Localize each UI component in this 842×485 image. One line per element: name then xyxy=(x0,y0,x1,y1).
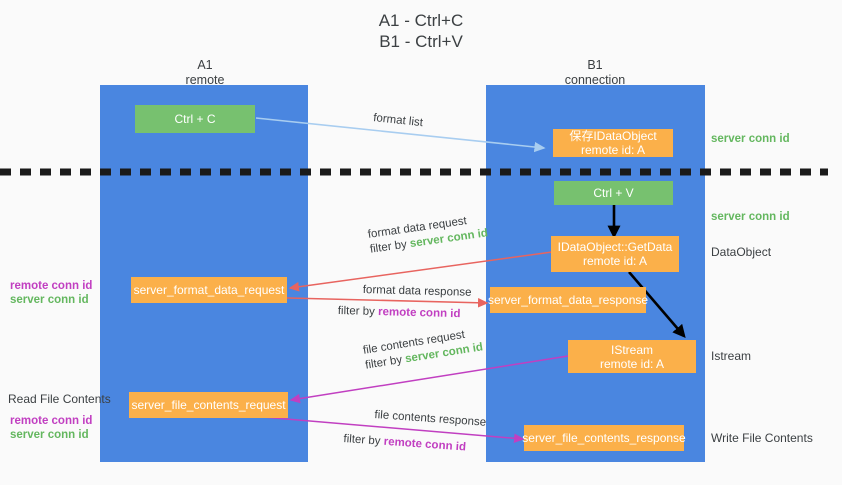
box-server-file-contents-request[interactable]: server_file_contents_request xyxy=(129,392,288,418)
box-istream-line2: remote id: A xyxy=(599,356,665,371)
right-label-istream: Istream xyxy=(711,349,752,363)
left-label-remote-conn-id-2: remote conn id xyxy=(10,415,93,427)
right-label-dataobject: DataObject xyxy=(711,245,772,259)
left-label-read-file-contents: Read File Contents xyxy=(8,392,111,406)
right-label-server-conn-id-mid: server conn id xyxy=(711,211,790,223)
remote-conn-id-text-1: remote conn id xyxy=(377,306,461,321)
edge-label-format-list: format list xyxy=(372,111,424,131)
right-label-write-file-contents: Write File Contents xyxy=(711,431,813,445)
title-line-2: B1 - Ctrl+V xyxy=(379,32,463,51)
edge-filter-file-contents-response: filter by remote conn id xyxy=(343,432,466,456)
right-label-server-conn-id-top: server conn id xyxy=(711,133,790,145)
diagram-title: A1 - Ctrl+C B1 - Ctrl+V xyxy=(0,10,842,52)
edge-label-format-data-request: format data request filter by server con… xyxy=(367,211,489,257)
box-server-file-contents-request-label: server_file_contents_request xyxy=(131,398,286,412)
box-getdata-line1: IDataObject::GetData xyxy=(557,240,673,254)
title-line-1: A1 - Ctrl+C xyxy=(378,11,464,30)
column-header-a1: A1 remote xyxy=(110,58,300,88)
box-server-format-data-response-label: server_format_data_response xyxy=(487,293,649,307)
edge-label-format-list-text: format list xyxy=(372,111,424,130)
box-idataobject-getdata[interactable]: IDataObject::GetData remote id: A xyxy=(551,236,679,272)
edge-label-file-contents-response-text: file contents response xyxy=(374,408,487,429)
left-label-server-conn-id-1: server conn id xyxy=(10,294,89,306)
column-a1-sub: remote xyxy=(185,73,225,87)
box-ctrl-c-label: Ctrl + C xyxy=(174,112,216,126)
edge-label-file-contents-request: file contents request filter by server c… xyxy=(362,325,484,373)
edge-label-file-contents-response: file contents response xyxy=(374,408,487,431)
box-istream-line1: IStream xyxy=(610,342,653,357)
left-label-remote-conn-id-1: remote conn id xyxy=(10,280,93,292)
box-ctrl-v[interactable]: Ctrl + V xyxy=(554,181,673,205)
edge-filter-format-data-response: filter by remote conn id xyxy=(338,304,461,322)
box-server-file-contents-response[interactable]: server_file_contents_response xyxy=(522,425,686,451)
filter-by-text-4: filter by xyxy=(343,432,381,448)
edge-label-format-data-response-text: format data response xyxy=(362,283,472,299)
column-a1-name: A1 xyxy=(197,58,213,72)
box-getdata-line2: remote id: A xyxy=(582,254,648,268)
box-server-format-data-request[interactable]: server_format_data_request xyxy=(131,277,287,303)
edge-label-format-data-response: format data response xyxy=(363,283,472,301)
filter-by-text-2: filter by xyxy=(337,304,376,318)
box-server-file-contents-response-label: server_file_contents_response xyxy=(522,431,686,445)
box-save-idataobject[interactable]: 保存IDataObject remote id: A xyxy=(553,129,673,157)
column-b1-sub: connection xyxy=(564,73,626,87)
column-b1-name: B1 xyxy=(587,58,603,72)
box-istream[interactable]: IStream remote id: A xyxy=(568,340,696,373)
box-ctrl-c[interactable]: Ctrl + C xyxy=(135,105,255,133)
box-save-idataobject-line1: 保存IDataObject xyxy=(569,129,657,143)
filter-by-text-1: filter by xyxy=(369,238,408,256)
left-label-server-conn-id-2: server conn id xyxy=(10,429,89,441)
box-server-format-data-response[interactable]: server_format_data_response xyxy=(487,287,649,313)
column-header-b1: B1 connection xyxy=(500,58,690,88)
box-save-idataobject-line2: remote id: A xyxy=(580,143,646,157)
box-server-format-data-request-label: server_format_data_request xyxy=(133,283,285,297)
remote-conn-id-text-2: remote conn id xyxy=(383,435,467,454)
box-ctrl-v-label: Ctrl + V xyxy=(593,186,634,200)
